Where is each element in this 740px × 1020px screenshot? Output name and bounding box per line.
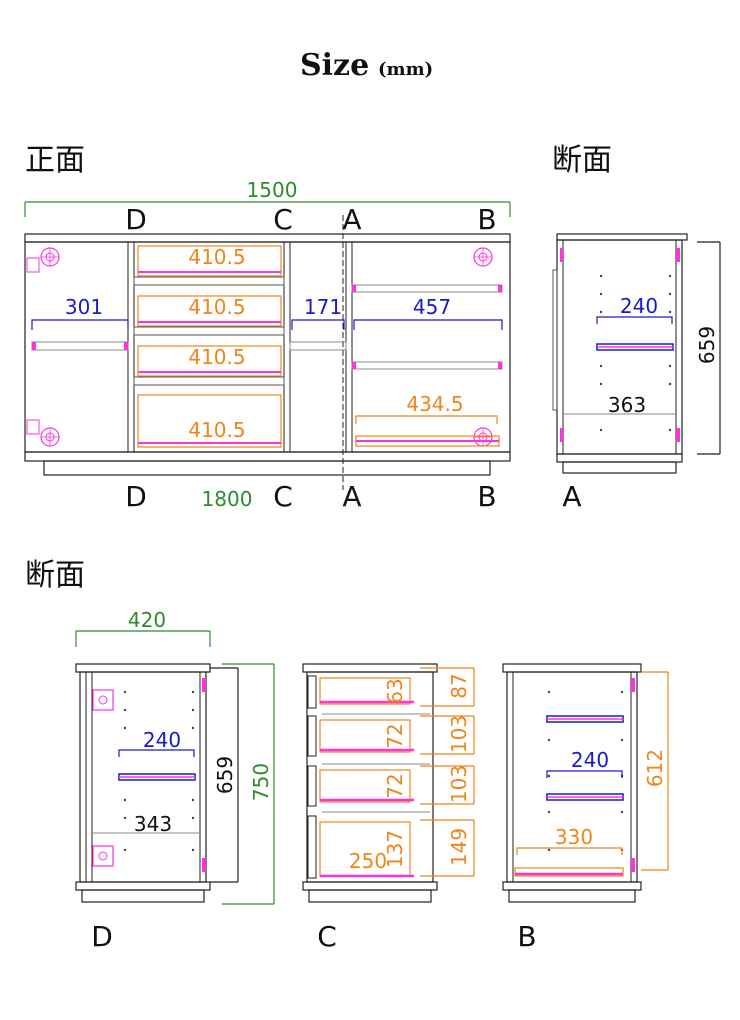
front-marker-top-a: A — [342, 203, 361, 236]
right-shelf-width: 457 — [413, 295, 451, 319]
section-b-shelf-depth: 240 — [571, 748, 609, 772]
front-marker-bottom-a: A — [342, 480, 361, 513]
section-b-height: 612 — [643, 749, 667, 787]
front-base-width: 1800 — [202, 487, 253, 511]
section-a-inner-depth: 363 — [608, 393, 646, 417]
section-c-drawer-h1: 63 — [383, 678, 407, 703]
page-title-unit: (mm) — [378, 59, 433, 80]
right-drawer-width: 434.5 — [406, 392, 463, 416]
section-a: 240 363 659 A — [552, 233, 721, 513]
heading-front: 正面 — [25, 143, 85, 178]
section-d-marker: D — [91, 920, 113, 953]
front-marker-top-b: B — [477, 203, 496, 236]
section-c-gap-2: 103 — [447, 715, 471, 753]
section-b-drawer-depth: 330 — [555, 825, 593, 849]
section-b: 240 330 612 B — [502, 663, 669, 953]
front-marker-top-d: D — [125, 203, 147, 236]
heading-section-bottom: 断面 — [25, 558, 85, 593]
section-d-total-height: 750 — [249, 763, 273, 801]
section-a-shelf-depth: 240 — [620, 294, 658, 318]
heading-section-top: 断面 — [552, 143, 612, 178]
drawer-width-1: 410.5 — [188, 245, 245, 269]
section-c-drawer-h2: 72 — [383, 723, 407, 748]
section-a-marker: A — [562, 480, 581, 513]
section-d-width: 420 — [128, 608, 166, 632]
drawer-width-2: 410.5 — [188, 295, 245, 319]
front-drawers: 410.5 410.5 410.5 410.5 — [133, 245, 285, 448]
front-marker-bottom-d: D — [125, 480, 147, 513]
front-view: 1500 D C A B — [24, 178, 511, 513]
front-width-label: 1500 — [247, 178, 298, 202]
drawer-width-4: 410.5 — [188, 418, 245, 442]
page-title: Size — [300, 48, 369, 83]
section-c-drawer-h4: 137 — [383, 830, 407, 868]
section-c-gap-1: 87 — [447, 673, 471, 698]
section-d-shelf-depth: 240 — [143, 728, 181, 752]
section-c-gap-3: 103 — [447, 765, 471, 803]
left-shelf-width: 301 — [65, 295, 103, 319]
section-c-marker: C — [317, 920, 337, 953]
front-marker-bottom-b: B — [477, 480, 496, 513]
section-a-height: 659 — [695, 326, 719, 364]
drawer-width-3: 410.5 — [188, 345, 245, 369]
section-c-gap-4: 149 — [447, 828, 471, 866]
section-d-inner-depth: 343 — [134, 812, 172, 836]
section-c: 63 72 72 137 250 87 103 103 149 C — [302, 663, 475, 953]
front-marker-bottom-c: C — [273, 480, 293, 513]
section-b-marker: B — [517, 920, 536, 953]
section-d: 420 240 343 659 750 — [75, 608, 275, 953]
mid-shelf-width: 171 — [304, 295, 342, 319]
front-marker-top-c: C — [273, 203, 293, 236]
section-d-inner-height: 659 — [213, 756, 237, 794]
section-c-drawer-depth: 250 — [349, 849, 387, 873]
section-c-drawer-h3: 72 — [383, 773, 407, 798]
